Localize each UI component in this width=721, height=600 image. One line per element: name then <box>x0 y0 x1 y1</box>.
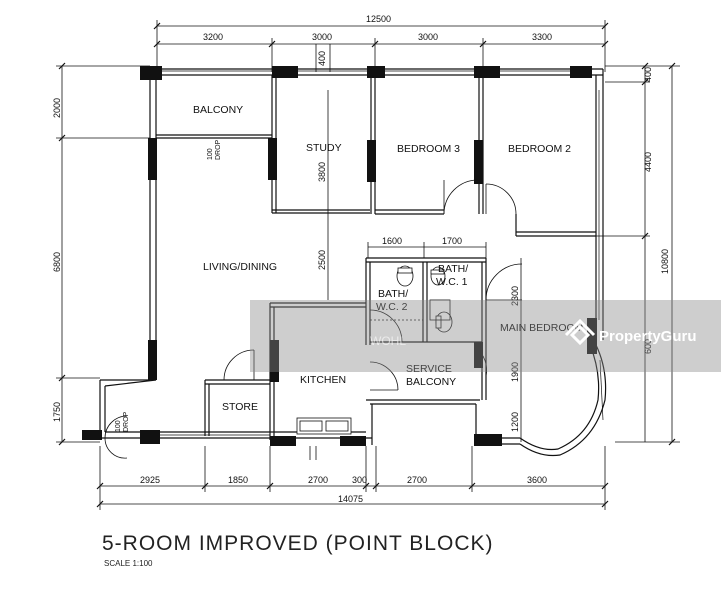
dim-right-2: 4400 <box>643 152 653 172</box>
bathroom-fixtures <box>370 265 453 333</box>
watermark: WOHL PropertyGuru <box>250 300 721 372</box>
dim-bottom-3: 2700 <box>308 475 328 485</box>
dim-inner-1200: 1200 <box>510 412 520 432</box>
room-label-main-bedroom: MAIN BEDROOM <box>500 322 583 334</box>
room-label-living-dining: LIVING/DINING <box>203 261 277 273</box>
dim-left-1: 2000 <box>52 98 62 118</box>
dim-left-2: 6800 <box>52 252 62 272</box>
dim-top-1: 3200 <box>203 32 223 42</box>
drop-note-balcony-value: 100 <box>207 148 214 160</box>
dim-right-3: 600 <box>643 339 653 354</box>
room-label-service-balcony-line1: SERVICE <box>406 363 452 375</box>
dim-bottom-2: 1850 <box>228 475 248 485</box>
dim-inner-1700: 1700 <box>442 236 462 246</box>
watermark-faint-text: WOHL <box>370 334 406 348</box>
dim-inner-3800: 3800 <box>317 162 327 182</box>
dim-bottom-1: 2925 <box>140 475 160 485</box>
room-label-bath-wc1-line2: W.C. 1 <box>436 276 468 288</box>
room-label-kitchen: KITCHEN <box>300 374 346 386</box>
dim-inner-2300: 2300 <box>510 286 520 306</box>
dim-bottom-total: 14075 <box>338 494 363 504</box>
dim-right-total: 10800 <box>660 249 670 274</box>
plan-title: 5-ROOM IMPROVED (POINT BLOCK) <box>102 532 494 555</box>
plan-scale: SCALE 1:100 <box>104 559 153 568</box>
walls <box>99 68 607 457</box>
room-label-bath-wc2-line2: W.C. 2 <box>376 301 408 313</box>
doors <box>104 179 523 459</box>
watermark-brand: PropertyGuru <box>599 328 697 345</box>
dim-right-1: 400 <box>643 67 653 82</box>
dimension-ticks <box>58 22 676 508</box>
dim-left-3: 1750 <box>52 402 62 422</box>
propertyguru-logo-icon <box>564 318 596 346</box>
wall-piers <box>82 66 597 446</box>
room-label-bedroom3: BEDROOM 3 <box>397 143 460 155</box>
room-label-bath-wc2-line1: BATH/ <box>378 288 408 300</box>
room-label-balcony: BALCONY <box>193 104 243 116</box>
room-label-service-balcony-line2: BALCONY <box>406 376 456 388</box>
room-label-store: STORE <box>222 401 258 413</box>
dim-bottom-6: 3600 <box>527 475 547 485</box>
dim-top-total: 12500 <box>366 14 391 24</box>
drop-note-balcony-label: DROP <box>215 139 222 160</box>
dim-top-2: 3000 <box>312 32 332 42</box>
room-label-study: STUDY <box>306 142 342 154</box>
dim-top-small: 400 <box>317 51 327 66</box>
room-label-bedroom2: BEDROOM 2 <box>508 143 571 155</box>
room-label-bath-wc1-line1: BATH/ <box>438 263 468 275</box>
dim-top-3: 3000 <box>418 32 438 42</box>
drop-note-entry-value: 100 <box>115 420 122 432</box>
dim-inner-2500: 2500 <box>317 250 327 270</box>
dim-inner-1900: 1900 <box>510 362 520 382</box>
windows <box>160 70 604 436</box>
dim-inner-1600: 1600 <box>382 236 402 246</box>
dim-top-4: 3300 <box>532 32 552 42</box>
kitchen-sink <box>296 417 352 460</box>
drop-note-entry-label: DROP <box>123 411 130 432</box>
dim-bottom-5: 2700 <box>407 475 427 485</box>
dim-bottom-4: 300 <box>352 475 367 485</box>
